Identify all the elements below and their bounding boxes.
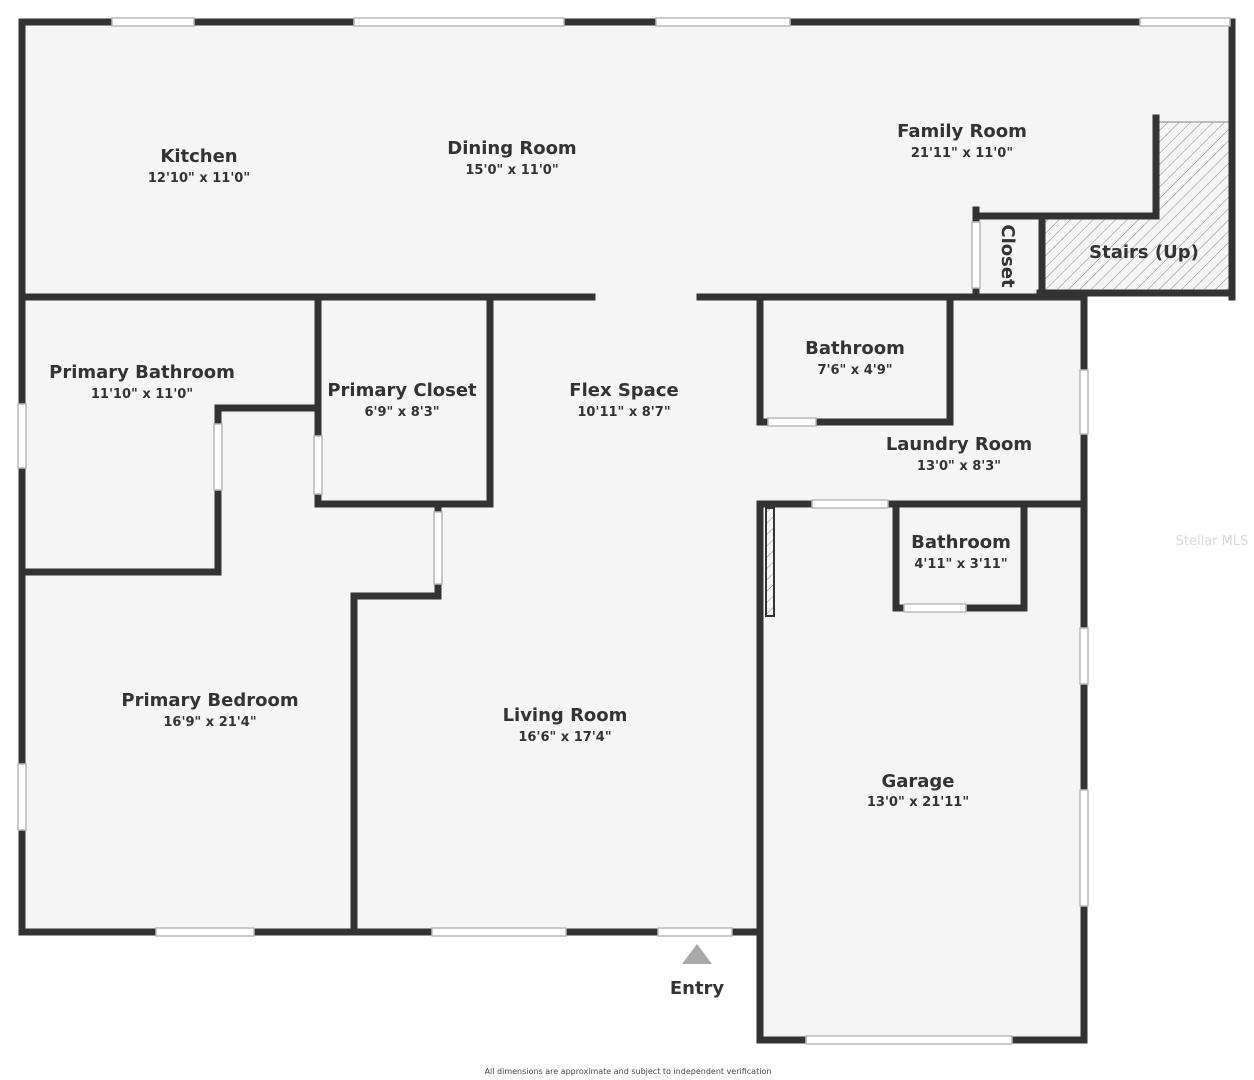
window xyxy=(17,763,27,831)
room-name-kitchen: Kitchen xyxy=(160,146,237,167)
room-name-dining-room: Dining Room xyxy=(447,138,576,159)
room-dims-living-room: 16'6" x 17'4" xyxy=(518,730,611,745)
room-dims-primary-bedroom: 16'9" x 21'4" xyxy=(163,715,256,730)
room-name-primary-closet: Primary Closet xyxy=(327,380,477,401)
room-dims-primary-bathroom: 11'10" x 11'0" xyxy=(91,387,193,402)
room-labels: Kitchen 12'10" x 11'0" Dining Room 15'0"… xyxy=(49,121,1199,810)
room-dims-flex-space: 10'11" x 8'7" xyxy=(577,405,670,420)
window xyxy=(111,17,195,27)
room-dims-kitchen: 12'10" x 11'0" xyxy=(148,171,250,186)
garage-closet-hatch xyxy=(765,507,775,617)
watermark: Stellar MLS xyxy=(1176,534,1249,549)
room-name-primary-bedroom: Primary Bedroom xyxy=(121,690,298,711)
window xyxy=(903,603,967,613)
window xyxy=(353,17,565,27)
window xyxy=(767,417,817,427)
room-name-bathroom: Bathroom xyxy=(805,338,905,359)
room-name-closet: Closet xyxy=(997,224,1018,288)
room-dims-bathroom-2: 4'11" x 3'11" xyxy=(914,557,1007,572)
window xyxy=(971,221,981,289)
room-dims-dining-room: 15'0" x 11'0" xyxy=(465,163,558,178)
room-dims-family-room: 21'11" x 11'0" xyxy=(911,146,1013,161)
floor-main xyxy=(22,22,1232,1040)
window xyxy=(1079,789,1089,907)
window xyxy=(17,403,27,469)
room-dims-bathroom: 7'6" x 4'9" xyxy=(817,363,892,378)
room-name-stairs: Stairs (Up) xyxy=(1089,242,1199,263)
window xyxy=(811,499,889,509)
room-name-laundry-room: Laundry Room xyxy=(886,434,1032,455)
room-dims-garage: 13'0" x 21'11" xyxy=(867,795,969,810)
room-name-living-room: Living Room xyxy=(503,705,628,726)
window xyxy=(1139,17,1231,27)
room-name-garage: Garage xyxy=(881,771,954,792)
window xyxy=(313,435,323,495)
window xyxy=(431,927,567,937)
window xyxy=(655,17,791,27)
window xyxy=(433,511,443,585)
entry-label: Entry xyxy=(670,978,725,999)
room-dims-laundry-room: 13'0" x 8'3" xyxy=(917,459,1001,474)
room-name-family-room: Family Room xyxy=(897,121,1027,142)
entry-door xyxy=(657,927,733,937)
closet-divider-hatch xyxy=(765,507,775,617)
room-name-primary-bathroom: Primary Bathroom xyxy=(49,362,235,383)
room-name-bathroom-2: Bathroom xyxy=(911,532,1011,553)
footnote: All dimensions are approximate and subje… xyxy=(485,1067,772,1076)
room-dims-primary-closet: 6'9" x 8'3" xyxy=(364,405,439,420)
entry-arrow-icon xyxy=(682,944,712,964)
window xyxy=(805,1035,1013,1045)
window xyxy=(1079,369,1089,435)
room-name-flex-space: Flex Space xyxy=(569,380,678,401)
window xyxy=(155,927,255,937)
floor-area xyxy=(22,22,1232,1040)
windows xyxy=(17,17,1231,1045)
window xyxy=(213,423,223,491)
window xyxy=(1079,627,1089,685)
